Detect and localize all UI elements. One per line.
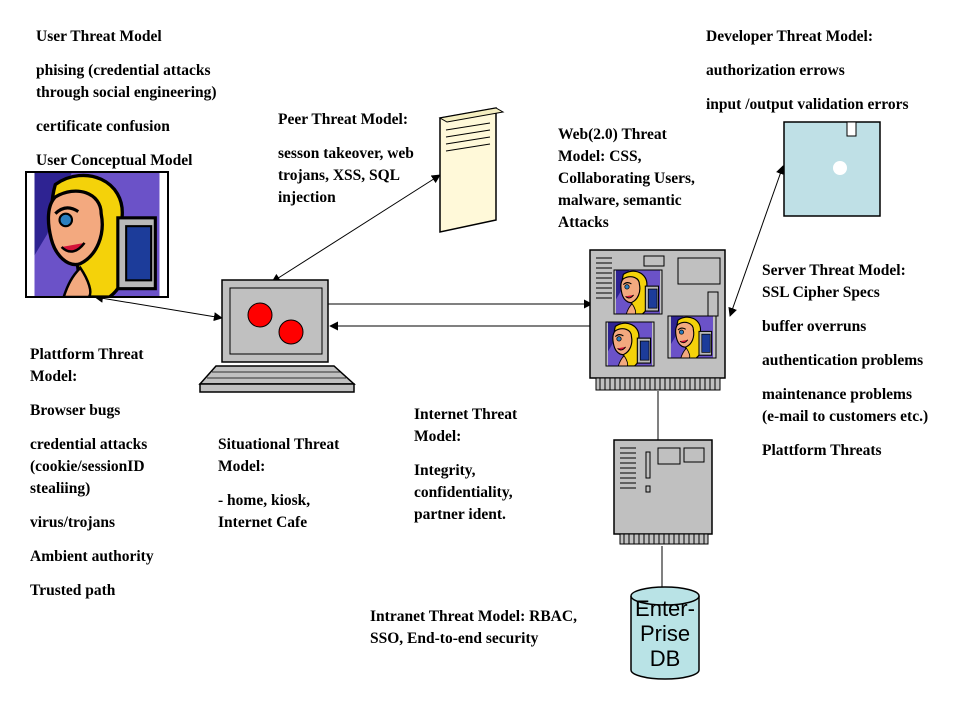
web-threat-model: Web(2.0) Threat Model: CSS, Collaboratin… (558, 124, 706, 234)
developer-threat-item: authorization errows (706, 62, 845, 79)
platform-threat-item: Ambient authority (30, 548, 154, 565)
user-threat-item: phising (credential attacks through soci… (36, 62, 217, 101)
peer-threat-item: sesson takeover, web trojans, XSS, SQL i… (278, 145, 414, 206)
developer-threat-title: Developer Threat Model: (706, 28, 874, 45)
server-threat-title: Server Threat Model: SSL Cipher Specs (762, 262, 906, 301)
database-label-line: Enter- (635, 596, 695, 621)
laptop-icon (198, 279, 356, 393)
situational-threat-model: Situational Threat Model: - home, kiosk,… (218, 434, 346, 534)
database-cylinder-icon (630, 586, 700, 680)
platform-threat-title: Plattform Threat Model: (30, 346, 144, 385)
laptop-to-user-arrow (94, 293, 223, 322)
web-threat-title: Web(2.0) Threat Model: CSS, Collaboratin… (558, 126, 695, 231)
web-server-board-icon (589, 249, 726, 391)
server-tower-icon (438, 107, 505, 233)
situational-threat-item: - home, kiosk, Internet Cafe (218, 492, 311, 531)
database-label: Enter- Prise DB (627, 596, 703, 671)
web-to-developer-arrow (728, 165, 785, 317)
peer-threat-model: Peer Threat Model: sesson takeover, web … (278, 109, 418, 209)
user-threat-item: certificate confusion (36, 118, 170, 135)
internet-threat-item: Integrity, confidentiality, partner iden… (414, 462, 513, 523)
database-label-line: DB (649, 646, 681, 671)
server-threat-item: buffer overruns (762, 318, 867, 335)
peer-threat-title: Peer Threat Model: (278, 111, 408, 128)
woman-clipart-icon (25, 171, 169, 298)
platform-threat-item: virus/trojans (30, 514, 115, 531)
developer-threat-model: Developer Threat Model: authorization er… (706, 26, 958, 116)
developer-threat-item: input /output validation errors (706, 96, 909, 113)
server-threat-item: maintenance problems (e-mail to customer… (762, 386, 929, 425)
server-threat-item: Plattform Threats (762, 442, 882, 459)
user-threat-item: User Conceptual Model (36, 152, 193, 169)
user-threat-model: User Threat Model phising (credential at… (36, 26, 246, 172)
intranet-server-icon (613, 439, 713, 545)
intranet-threat-title: Intranet Threat Model: RBAC, SSO, End-to… (370, 608, 577, 647)
server-threat-item: authentication problems (762, 352, 924, 369)
platform-threat-item: Trusted path (30, 582, 116, 599)
platform-threat-item: Browser bugs (30, 402, 121, 419)
server-threat-model: Server Threat Model: SSL Cipher Specs bu… (762, 260, 932, 462)
internet-threat-model: Internet Threat Model: Integrity, confid… (414, 404, 550, 526)
platform-threat-model: Plattform Threat Model: Browser bugs cre… (30, 344, 190, 602)
internet-threat-title: Internet Threat Model: (414, 406, 518, 445)
floppy-disk-icon (783, 121, 881, 217)
user-threat-title: User Threat Model (36, 28, 162, 45)
intranet-threat-model: Intranet Threat Model: RBAC, SSO, End-to… (370, 606, 580, 650)
database-label-line: Prise (639, 621, 691, 646)
platform-threat-item: credential attacks (cookie/sessionID ste… (30, 436, 148, 497)
situational-threat-title: Situational Threat Model: (218, 436, 340, 475)
laptop-to-peer-arrow (271, 174, 441, 283)
